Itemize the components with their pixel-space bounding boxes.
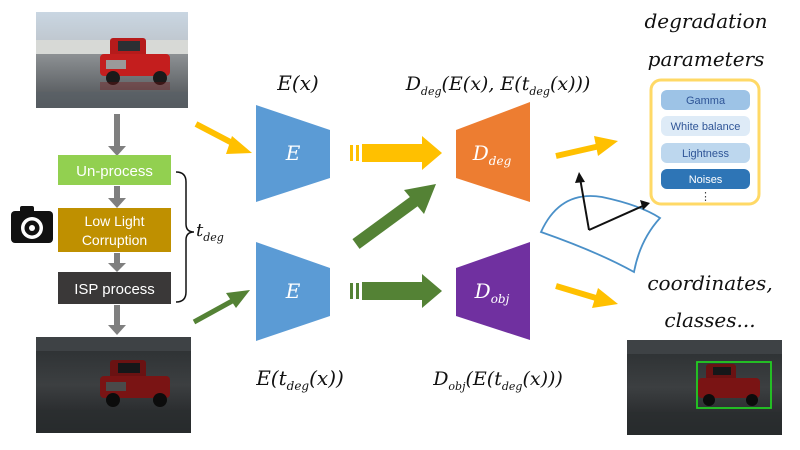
obj-output-title-line2: classes...: [664, 308, 755, 332]
param-white-balance: White balance: [671, 121, 741, 133]
output-detection-photo: [627, 340, 782, 435]
isp-box: ISP process: [58, 272, 171, 304]
arrow-decoder-obj-to-output: [555, 283, 618, 308]
pipeline-arrows: [108, 114, 126, 335]
arrow-isp-to-encoder-bottom: [192, 290, 250, 325]
camera-icon: [11, 206, 53, 243]
arrow-encoder-bottom-to-decoder-deg: [352, 184, 436, 249]
arrow-photo-to-encoder-top: [194, 121, 252, 154]
encoder-top-expr: E(x): [276, 71, 318, 95]
lowlight-box: Low Light Corruption: [58, 208, 171, 252]
param-panel: Gamma White balance Lightness Noises ⋮: [649, 78, 761, 206]
input-photo-dark: [36, 337, 191, 433]
arrow-decoder-deg-to-params: [555, 136, 618, 159]
deg-params-title-line2: parameters: [648, 47, 765, 71]
lowlight-label-line1: Low Light: [85, 213, 145, 229]
encoder-bottom-expr: E(tdeg(x)): [255, 366, 344, 393]
decoder-obj: Dobj: [456, 242, 530, 340]
input-photo-bright: [36, 12, 188, 108]
manifold-icon: [539, 172, 662, 274]
encoder-top-label: E: [285, 141, 301, 165]
isp-label: ISP process: [74, 281, 155, 298]
encoder-bottom-label: E: [285, 279, 301, 303]
decoder-deg-expr: Ddeg(E(x), E(tdeg(x))): [405, 73, 591, 98]
param-lightness: Lightness: [682, 148, 730, 160]
t-deg-label: tdeg: [196, 220, 224, 244]
param-ellipsis: ⋮: [700, 191, 711, 203]
unprocess-box: Un-process: [58, 155, 171, 185]
obj-output-title-line1: coordinates,: [647, 271, 772, 295]
deg-params-title-line1: degradation: [644, 9, 767, 33]
decoder-deg-label: Ddeg: [472, 141, 512, 168]
arrow-encoder-top-to-decoder-deg: [350, 136, 442, 170]
param-gamma: Gamma: [686, 95, 726, 107]
decoder-obj-expr: Dobj(E(tdeg(x))): [432, 368, 563, 393]
arrow-encoder-bottom-to-decoder-obj: [350, 274, 442, 308]
encoder-top: E: [256, 105, 330, 202]
brace: [175, 171, 195, 303]
decoder-deg: Ddeg: [456, 102, 530, 202]
decoder-obj-label: Dobj: [474, 279, 510, 306]
lowlight-label-line2: Corruption: [82, 232, 147, 248]
encoder-bottom: E: [256, 242, 330, 341]
unprocess-label: Un-process: [76, 163, 153, 180]
detection-bbox: [696, 361, 772, 409]
param-noises: Noises: [689, 174, 723, 186]
